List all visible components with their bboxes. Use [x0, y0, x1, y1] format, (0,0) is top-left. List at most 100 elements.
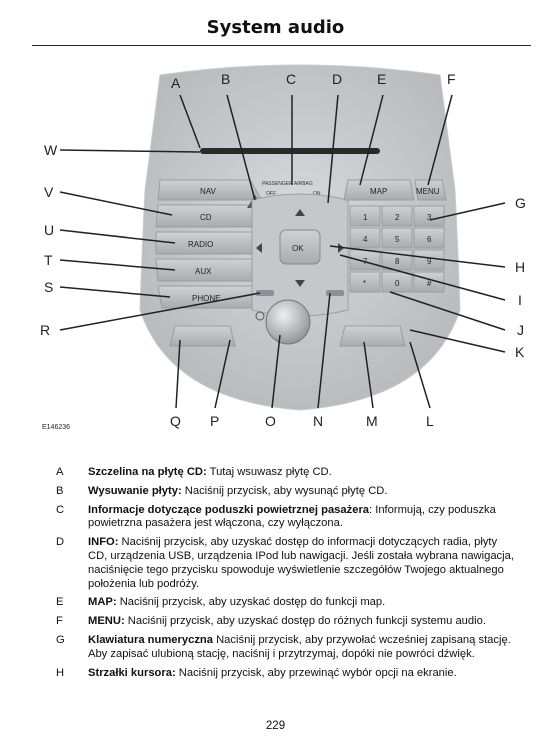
callout-c: C	[286, 71, 296, 87]
legend-text: Wysuwanie płyty: Naciśnij przycisk, aby …	[88, 485, 516, 499]
callout-d: D	[332, 71, 342, 87]
legend-term: MENU:	[88, 615, 125, 628]
keypad-key-star[interactable]	[349, 271, 381, 293]
leader-w	[59, 149, 201, 153]
legend-term: INFO:	[88, 536, 119, 549]
legend-desc: Naciśnij przycisk, aby uzyskać dostęp do…	[88, 536, 514, 590]
leader-u	[59, 229, 176, 244]
seek-back-button[interactable]	[256, 290, 274, 296]
legend-item-a: A Szczelina na płytę CD: Tutaj wsuwasz p…	[56, 466, 516, 480]
callout-h: H	[515, 259, 525, 275]
keypad-key-0-label: 0	[395, 279, 400, 288]
phone-end-button[interactable]	[339, 325, 406, 347]
legend-item-c: C Informacje dotyczące poduszki powietrz…	[56, 504, 516, 532]
keypad-key-hash-label: #	[427, 279, 432, 288]
legend-letter: C	[56, 503, 65, 516]
callout-i: I	[518, 292, 522, 308]
leader-r	[59, 292, 261, 331]
legend-list: A Szczelina na płytę CD: Tutaj wsuwasz p…	[56, 466, 516, 685]
legend-desc: Naciśnij przycisk, aby przywołać wcześni…	[88, 633, 511, 660]
callout-n: N	[313, 413, 323, 429]
keypad-key-2-label: 2	[395, 213, 400, 222]
callout-letters: A B C D E F G H I J K L M N O P Q R S T …	[40, 71, 526, 429]
leader-s	[59, 286, 171, 298]
keypad-key-star-label: *	[363, 279, 366, 288]
leader-q	[175, 339, 181, 409]
menu-button[interactable]	[414, 179, 447, 201]
directional-pad: OK	[251, 193, 349, 317]
keypad-key-3-label: 3	[427, 213, 432, 222]
legend-term: Strzałki kursora:	[88, 666, 176, 679]
legend-text: Szczelina na płytę CD: Tutaj wsuwasz pły…	[88, 466, 516, 480]
airbag-indicator: PASSENGER AIRBAG OFF ON	[262, 181, 321, 197]
legend-letter: D	[56, 536, 65, 549]
callout-v: V	[44, 184, 54, 200]
legend-desc: Naciśnij przycisk, aby uzyskać dostęp do…	[116, 596, 386, 609]
callout-t: T	[44, 252, 53, 268]
keypad-key-5-label: 5	[395, 235, 400, 244]
ok-button[interactable]	[279, 229, 321, 265]
map-button[interactable]	[343, 179, 415, 201]
phone-accept-button[interactable]	[169, 325, 236, 347]
cursor-up-icon[interactable]	[295, 209, 305, 216]
legend-item-h: H Strzałki kursora: Naciśnij przycisk, a…	[56, 667, 516, 681]
keypad-key-1-label: 1	[363, 213, 368, 222]
legend-item-e: E MAP: Naciśnij przycisk, aby uzyskać do…	[56, 596, 516, 610]
legend-item-b: B Wysuwanie płyty: Naciśnij przycisk, ab…	[56, 485, 516, 499]
legend-letter: F	[56, 615, 63, 628]
callout-a: A	[171, 75, 181, 91]
callout-leader-lines	[59, 94, 506, 409]
callout-r: R	[40, 322, 50, 338]
volume-knob[interactable]	[265, 299, 311, 345]
leader-o	[271, 334, 281, 409]
legend-desc: Naciśnij przycisk, aby wysunąć płytę CD.	[181, 484, 388, 497]
keypad-key-3[interactable]	[413, 205, 445, 227]
cursor-left-icon[interactable]	[256, 243, 262, 253]
airbag-header-label: PASSENGER AIRBAG	[262, 181, 313, 187]
keypad-key-0[interactable]	[381, 271, 413, 293]
keypad-key-6-label: 6	[427, 235, 432, 244]
keypad-key-6[interactable]	[413, 227, 445, 249]
keypad-key-5[interactable]	[381, 227, 413, 249]
legend-text: INFO: Naciśnij przycisk, aby uzyskać dos…	[88, 536, 516, 591]
leader-b	[226, 94, 256, 201]
legend-item-g: G Klawiatura numeryczna Naciśnij przycis…	[56, 634, 516, 662]
legend-term: MAP:	[88, 596, 117, 609]
power-icon[interactable]	[255, 311, 265, 321]
leader-l	[409, 341, 431, 409]
leader-p	[214, 339, 231, 409]
callout-k: K	[515, 344, 525, 360]
legend-item-d: D INFO: Naciśnij przycisk, aby uzyskać d…	[56, 536, 516, 591]
leader-a	[179, 94, 201, 149]
phone-button-label: PHONE	[192, 294, 220, 303]
keypad-key-2[interactable]	[381, 205, 413, 227]
legend-text: MENU: Naciśnij przycisk, aby uzyskać dos…	[88, 615, 516, 629]
leader-k	[409, 329, 506, 353]
airbag-off-label: OFF	[266, 191, 276, 197]
cd-slot[interactable]	[200, 148, 380, 154]
keypad-key-4-label: 4	[363, 235, 368, 244]
cd-button-label: CD	[200, 213, 212, 222]
leader-d	[327, 94, 339, 204]
keypad-key-4[interactable]	[349, 227, 381, 249]
callout-m: M	[366, 413, 378, 429]
leader-j	[389, 291, 506, 331]
callout-b: B	[221, 71, 230, 87]
callout-w: W	[44, 142, 58, 158]
callout-j: J	[517, 322, 524, 338]
keypad-key-1[interactable]	[349, 205, 381, 227]
leader-f	[427, 94, 453, 186]
callout-p: P	[210, 413, 219, 429]
aux-button-label: AUX	[195, 267, 212, 276]
legend-desc: Naciśnij przycisk, aby uzyskać dostęp do…	[124, 615, 486, 628]
keypad-key-8-label: 8	[395, 257, 400, 266]
legend-term: Szczelina na płytę CD:	[88, 466, 207, 478]
seek-forward-button[interactable]	[326, 290, 344, 296]
cursor-down-icon[interactable]	[295, 280, 305, 287]
airbag-on-label: ON	[313, 191, 321, 197]
map-button-label: MAP	[370, 187, 387, 196]
leader-t	[59, 259, 176, 271]
leader-n	[317, 292, 331, 409]
leader-v	[59, 191, 173, 216]
callout-f: F	[447, 71, 456, 87]
